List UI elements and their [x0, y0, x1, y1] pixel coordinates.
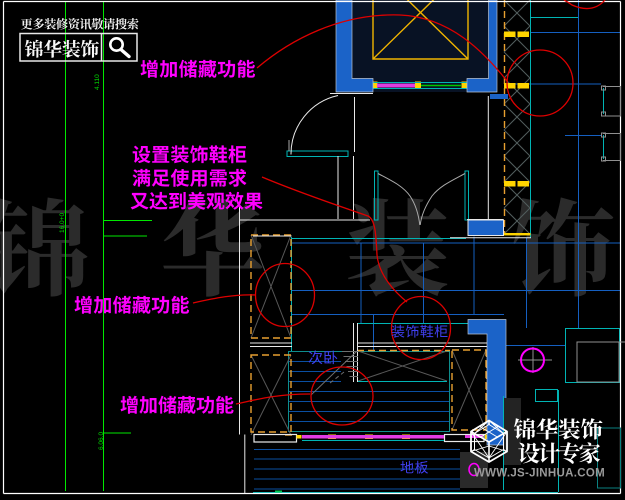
- svg-text:16.0+0: 16.0+0: [59, 213, 66, 233]
- svg-text:4.110: 4.110: [94, 74, 101, 90]
- svg-text:WWW.JS-JINHUA.COM: WWW.JS-JINHUA.COM: [474, 468, 605, 480]
- svg-text:6.06.0: 6.06.0: [98, 432, 105, 450]
